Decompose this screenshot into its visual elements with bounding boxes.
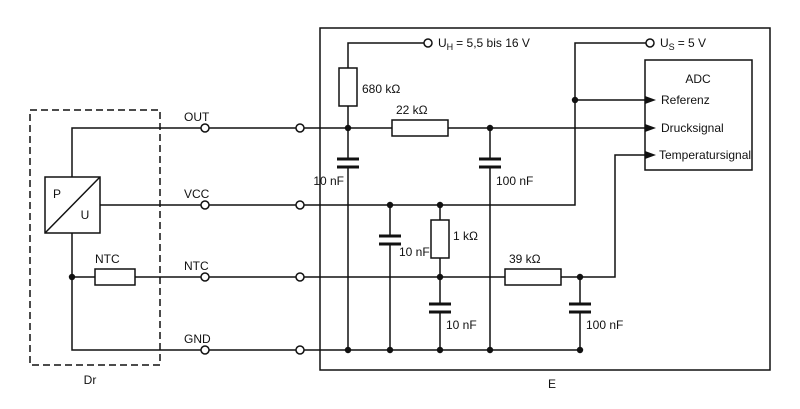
label-resistor-39k: 39 kΩ — [509, 252, 541, 266]
label-sensor-block: Dr — [84, 373, 97, 387]
wire-uh-680k-10nf — [347, 42, 428, 350]
pu-converter-diagonal — [44, 176, 101, 234]
label-ntc-resistor: NTC — [95, 252, 120, 266]
arrow-right-icon — [645, 151, 656, 159]
label-resistor-1k: 1 kΩ — [453, 229, 478, 243]
arrow-right-icon — [645, 124, 656, 132]
uh-base: U — [438, 36, 447, 50]
label-resistor-22k: 22 kΩ — [396, 103, 428, 117]
evaluation-block-outline — [319, 27, 771, 371]
terminal-uh-supply — [423, 38, 433, 48]
label-cap-100nf-out: 100 nF — [496, 174, 533, 188]
sensor-block-outline — [29, 109, 161, 366]
resistor-39k-body — [504, 268, 562, 286]
label-cap-10nf-vcc: 10 nF — [399, 245, 430, 259]
label-adc-input-drucksignal: Drucksignal — [661, 121, 724, 135]
junction-dot — [386, 201, 394, 209]
us-subscript: S — [669, 42, 675, 52]
us-value: = 5 V — [678, 36, 706, 50]
resistor-1k-body — [430, 219, 450, 259]
junction-dot — [386, 346, 394, 354]
label-adc-title: ADC — [685, 72, 711, 86]
wire-ntc-temperatursignal — [72, 154, 645, 278]
wire-gnd — [71, 233, 580, 351]
terminal-out-2 — [295, 123, 305, 133]
junction-dot — [344, 124, 352, 132]
terminal-ntc-1 — [200, 272, 210, 282]
junction-dot — [486, 124, 494, 132]
us-base: U — [660, 36, 669, 50]
label-ntc-line: NTC — [184, 259, 209, 273]
label-out: OUT — [184, 110, 210, 124]
uh-subscript: H — [447, 42, 454, 52]
wire-vcc-us-supply — [100, 42, 646, 206]
terminal-ntc-2 — [295, 272, 305, 282]
resistor-680k-body — [338, 67, 358, 107]
label-cap-100nf-ntc: 100 nF — [586, 318, 623, 332]
junction-dot — [576, 273, 584, 281]
terminal-gnd-1 — [200, 345, 210, 355]
label-resistor-680k: 680 kΩ — [362, 82, 400, 96]
arrow-right-icon — [645, 96, 656, 104]
label-adc-input-temperatursignal: Temperatursignal — [659, 148, 751, 162]
label-supply-us: US= 5 V — [660, 36, 706, 52]
junction-dot — [436, 346, 444, 354]
label-adc-input-referenz: Referenz — [661, 93, 710, 107]
label-converter-p: P — [53, 187, 61, 201]
junction-dot — [436, 273, 444, 281]
ntc-resistor-body — [94, 268, 136, 286]
label-evaluation-block: E — [548, 377, 556, 391]
uh-value: = 5,5 bis 16 V — [456, 36, 530, 50]
terminal-out-1 — [200, 123, 210, 133]
resistor-22k-body — [391, 119, 449, 137]
label-converter-u: U — [81, 208, 90, 222]
wire-out-drucksignal — [71, 127, 645, 177]
junction-dot — [436, 201, 444, 209]
label-vcc: VCC — [184, 187, 210, 201]
adc-box — [644, 59, 753, 171]
label-cap-10nf-ntc: 10 nF — [446, 318, 477, 332]
junction-dot — [68, 273, 76, 281]
terminal-vcc-2 — [295, 200, 305, 210]
terminal-vcc-1 — [200, 200, 210, 210]
label-supply-uh: UH= 5,5 bis 16 V — [438, 36, 530, 52]
junction-dot — [486, 346, 494, 354]
junction-dot — [576, 346, 584, 354]
terminal-us-supply — [645, 38, 655, 48]
terminal-gnd-2 — [295, 345, 305, 355]
label-gnd: GND — [184, 332, 211, 346]
junction-dot — [344, 346, 352, 354]
junction-dot — [571, 96, 579, 104]
label-cap-10nf-out: 10 nF — [313, 174, 344, 188]
